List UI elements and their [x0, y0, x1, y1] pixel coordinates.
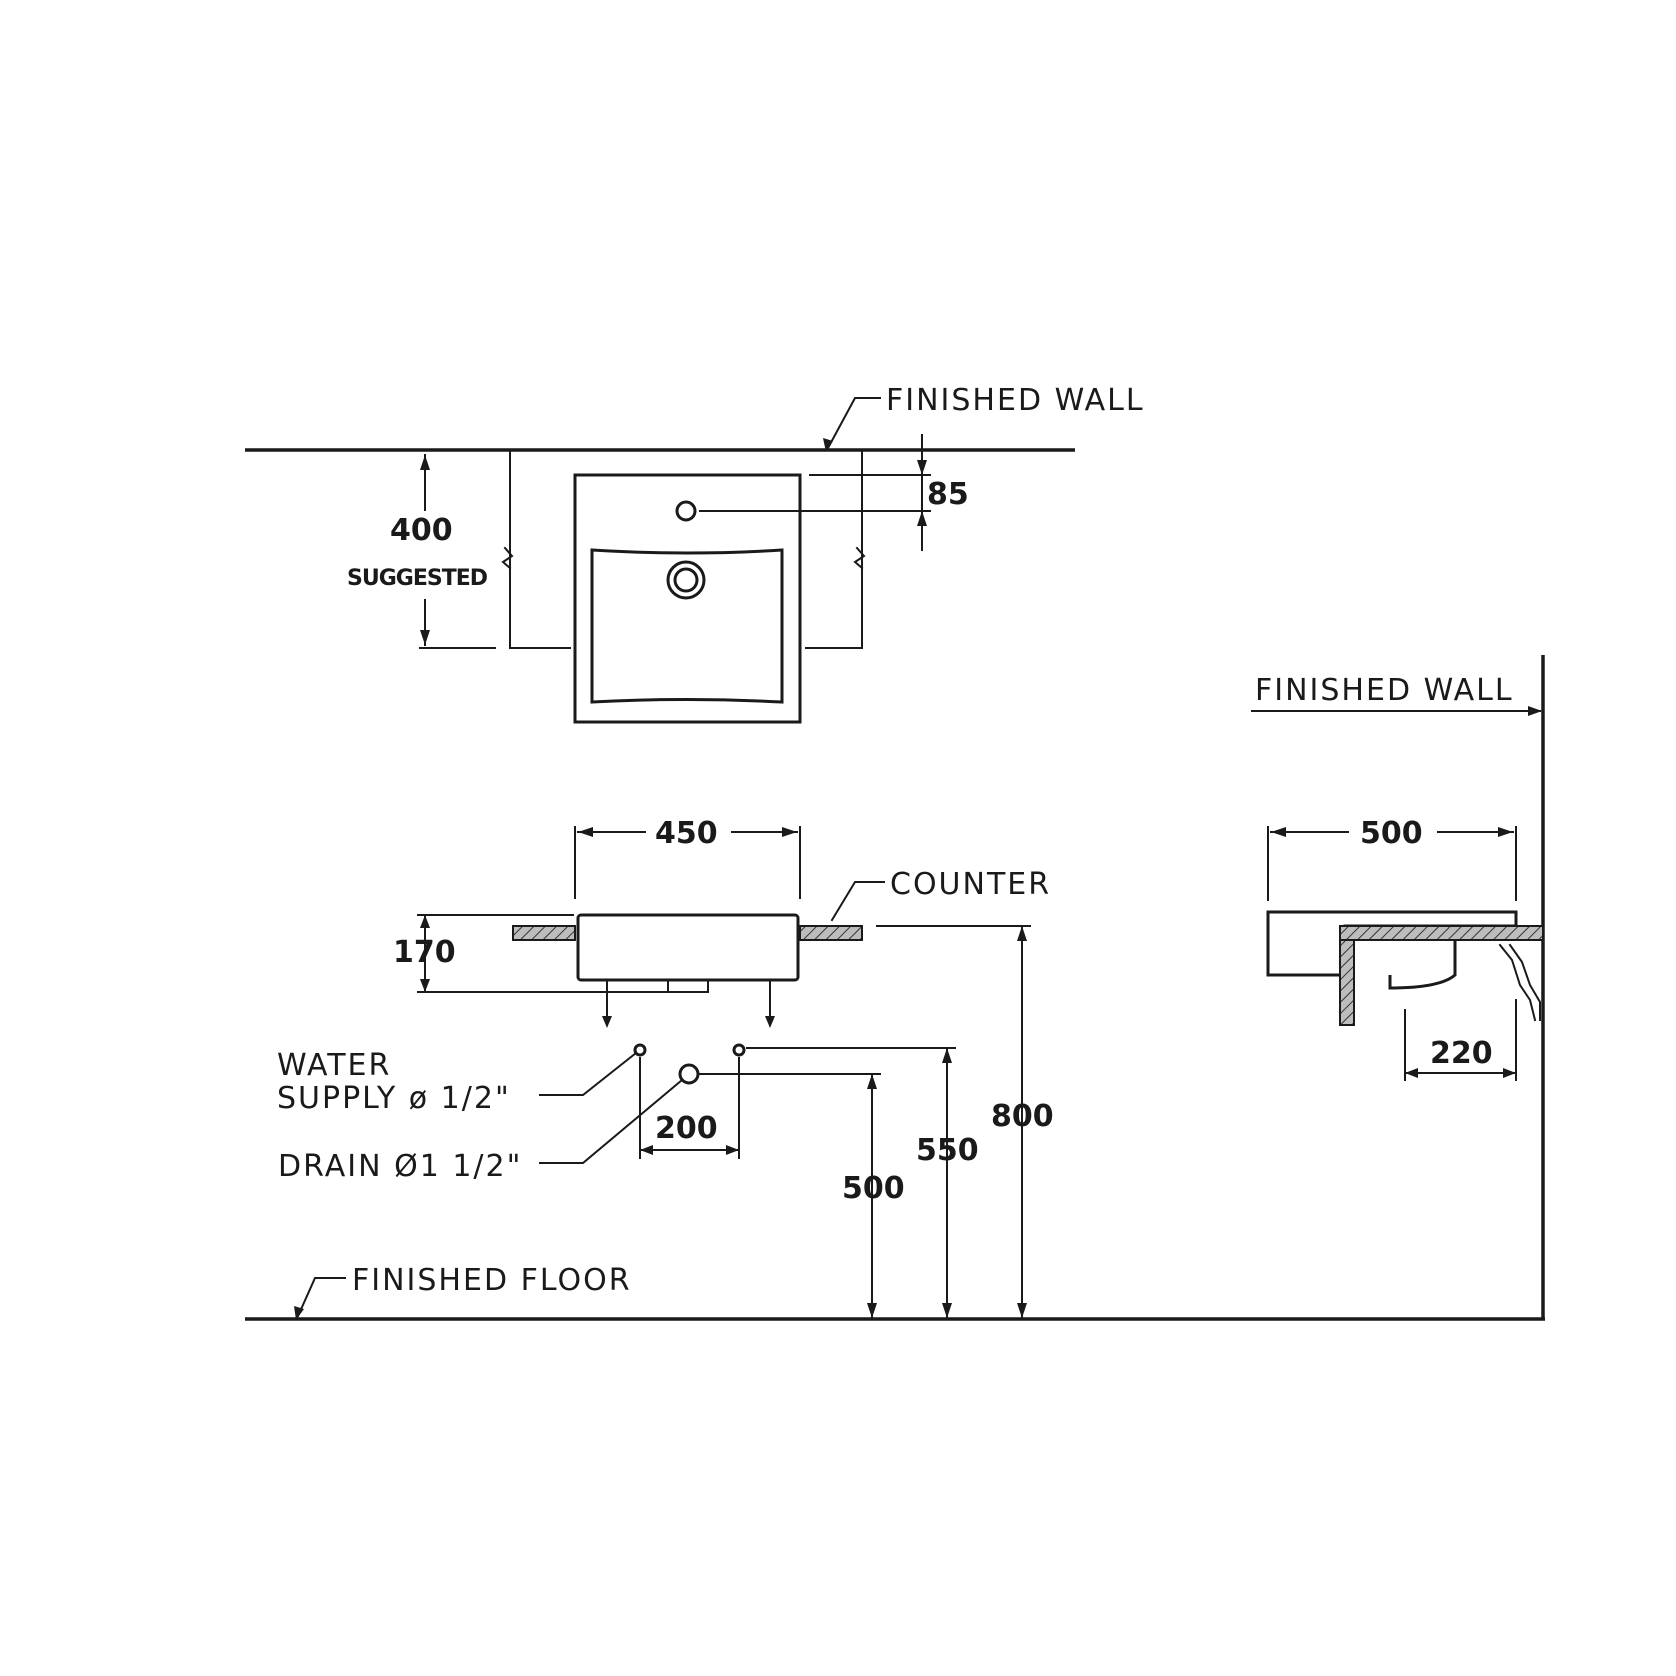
front-view: 450 COUNTER 170 WATER SUPPLY ø 1/2" D — [277, 816, 1054, 1319]
dim-400-arrow-bottom — [420, 630, 430, 645]
basin-bowl-top — [590, 548, 784, 704]
dim-500-arrow-bottom — [867, 1303, 877, 1318]
dim-800-value: 800 — [991, 1099, 1054, 1134]
drain-label: DRAIN Ø1 1/2" — [278, 1149, 522, 1184]
basin-waste-front — [667, 979, 709, 993]
dim-550-arrow-top — [942, 1048, 952, 1063]
dim-85-value: 85 — [927, 477, 969, 512]
floor: FINISHED FLOOR — [245, 1263, 1545, 1321]
finished-wall-top-leader — [826, 397, 881, 450]
dim-550-arrow-bottom — [942, 1303, 952, 1318]
break-mark-right — [853, 546, 866, 570]
dim-170-arrow-bottom — [420, 979, 430, 992]
dim-500-height-value: 500 — [842, 1171, 905, 1206]
supply-point-left — [633, 1043, 647, 1057]
finished-floor-leader — [296, 1277, 346, 1318]
dim-500d-arrow-left — [1271, 827, 1286, 837]
supply-pipe-right-arrow — [765, 1016, 775, 1028]
basin-body-front — [576, 913, 800, 982]
counter-leader — [830, 881, 885, 922]
water-supply-label-1: WATER — [277, 1048, 391, 1083]
finished-wall-side-label: FINISHED WALL — [1255, 673, 1514, 708]
basin-outer-top — [573, 473, 802, 724]
dim-85-arrow-bottom — [917, 511, 927, 526]
basin-side-waste — [1388, 940, 1457, 990]
counter-outline-left — [509, 451, 571, 649]
dim-200-arrow-left — [640, 1145, 653, 1155]
tap-hole — [675, 500, 697, 522]
water-supply-leader — [539, 1051, 638, 1096]
dim-200-arrow-right — [726, 1145, 739, 1155]
dim-220-arrow-left — [1405, 1068, 1418, 1078]
counter-label: COUNTER — [890, 867, 1051, 902]
dim-800-arrow-bottom — [1017, 1303, 1027, 1318]
counter-slab-side — [1339, 925, 1544, 941]
break-mark-left — [501, 546, 514, 570]
dim-500d-arrow-right — [1498, 827, 1513, 837]
finished-wall-side-arrow — [1528, 706, 1542, 716]
drain-inner — [673, 567, 699, 593]
drain-leader — [539, 1078, 684, 1164]
dim-450-value: 450 — [655, 816, 718, 851]
supply-pipe-left-arrow — [602, 1016, 612, 1028]
finished-floor-arrow — [294, 1306, 304, 1320]
supply-point-right — [732, 1043, 746, 1057]
dim-220-value: 220 — [1430, 1036, 1493, 1071]
counter-slab-right — [799, 925, 863, 941]
dim-400-arrow-top — [420, 455, 430, 470]
dim-400-value: 400 — [390, 513, 453, 548]
trap-pipe — [1498, 943, 1537, 1022]
dim-170-arrow-top — [420, 915, 430, 928]
dim-450-arrow-right — [782, 827, 797, 837]
counter-outline-right — [805, 451, 863, 649]
basin-side-profile — [1266, 910, 1518, 977]
side-view: FINISHED WALL 500 220 — [1251, 655, 1545, 1320]
water-supply-label-2: SUPPLY ø 1/2" — [277, 1081, 511, 1116]
dim-500-arrow-top — [867, 1074, 877, 1089]
counter-slab-left — [512, 925, 576, 941]
suggested-label: SUGGESTED — [347, 566, 488, 591]
drain-outer — [666, 560, 706, 600]
finished-floor-label: FINISHED FLOOR — [352, 1263, 632, 1298]
dim-550-value: 550 — [916, 1133, 979, 1168]
dim-800-arrow-top — [1017, 926, 1027, 941]
dim-450-arrow-left — [578, 827, 593, 837]
trap-pipe-outer — [1508, 943, 1541, 1021]
counter-apron-side — [1339, 939, 1355, 1026]
leader-arrow — [823, 438, 833, 452]
top-view: FINISHED WALL 400 SUGGESTED 85 — [245, 383, 1145, 724]
drain-point — [678, 1063, 700, 1085]
finished-wall-top-label: FINISHED WALL — [886, 383, 1145, 418]
dim-85-arrow-top — [917, 460, 927, 475]
dim-500-depth-value: 500 — [1360, 816, 1423, 851]
dim-200-value: 200 — [655, 1111, 718, 1146]
dim-220-arrow-right — [1503, 1068, 1516, 1078]
dim-170-value: 170 — [393, 935, 456, 970]
